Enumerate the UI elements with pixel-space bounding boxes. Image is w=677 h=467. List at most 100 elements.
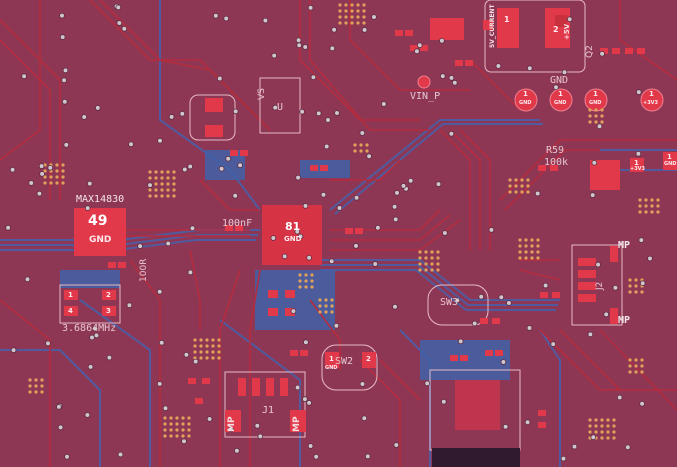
- via: [324, 310, 328, 314]
- via: [424, 268, 428, 272]
- via: [606, 430, 610, 434]
- via: [10, 347, 17, 353]
- via: [448, 75, 455, 81]
- via: [181, 416, 185, 420]
- vin-p-label: VIN_P: [410, 91, 441, 102]
- via: [600, 430, 604, 434]
- j1-mp-left-label: MP: [227, 416, 237, 432]
- via: [589, 192, 596, 198]
- via: [520, 190, 524, 194]
- via: [639, 400, 645, 407]
- via: [306, 254, 312, 261]
- via: [424, 250, 428, 254]
- via: [294, 228, 301, 235]
- via: [182, 166, 188, 173]
- via: [587, 331, 594, 338]
- via: [5, 224, 11, 231]
- via: [362, 21, 366, 25]
- via: [294, 384, 301, 391]
- via: [526, 65, 533, 71]
- via: [436, 262, 440, 266]
- via: [163, 434, 167, 438]
- via: [160, 170, 164, 174]
- via: [39, 171, 45, 177]
- via: [225, 155, 232, 162]
- via: [364, 453, 371, 460]
- j1-mp-right-label: MP: [292, 416, 302, 432]
- via: [324, 304, 328, 308]
- via: [157, 137, 163, 144]
- pwr-pin1-net-label: 5V_CURRENT: [489, 4, 496, 48]
- via: [61, 181, 65, 185]
- via: [612, 418, 616, 422]
- via: [187, 416, 191, 420]
- via: [199, 344, 203, 348]
- via: [61, 163, 65, 167]
- via: [320, 191, 327, 198]
- via: [211, 344, 215, 348]
- via: [181, 438, 187, 445]
- via: [640, 290, 644, 294]
- via: [181, 422, 185, 426]
- via: [353, 243, 359, 249]
- via: [172, 170, 176, 174]
- via: [318, 298, 322, 302]
- via: [424, 256, 428, 260]
- via: [166, 182, 170, 186]
- via: [223, 15, 230, 22]
- via: [49, 175, 53, 179]
- via: [156, 381, 163, 387]
- via: [424, 262, 428, 266]
- via: [624, 444, 631, 451]
- via: [508, 184, 512, 188]
- via: [628, 358, 632, 362]
- via: [304, 285, 308, 289]
- via: [55, 181, 59, 185]
- sw2-ref-label: SW2: [335, 356, 354, 367]
- via: [566, 16, 573, 23]
- via: [128, 141, 134, 148]
- via: [302, 203, 309, 209]
- via: [350, 15, 354, 19]
- via: [28, 180, 35, 186]
- via: [47, 165, 54, 171]
- gnd-pad-3-pin: 1: [593, 90, 598, 98]
- via: [307, 443, 314, 449]
- main-ic-net-label: GND: [284, 235, 302, 243]
- via: [43, 175, 47, 179]
- max14830-pin-label: 49: [88, 213, 108, 229]
- via: [334, 110, 340, 116]
- via: [514, 184, 518, 188]
- pwr-pad-4-net: +3V3: [643, 100, 659, 106]
- crystal-pin4-label: 4: [68, 307, 73, 315]
- via: [330, 304, 334, 308]
- via: [451, 79, 458, 86]
- via: [594, 424, 598, 428]
- via: [353, 195, 360, 201]
- via: [344, 3, 348, 7]
- via: [270, 235, 277, 241]
- max14830-net-label: GND: [89, 235, 112, 245]
- via: [514, 190, 518, 194]
- via: [640, 370, 644, 374]
- via: [257, 433, 264, 440]
- q2-label: Q2: [585, 45, 595, 58]
- via: [172, 188, 176, 192]
- via: [588, 430, 592, 434]
- via: [599, 50, 605, 57]
- via: [297, 233, 304, 240]
- via: [418, 262, 422, 266]
- via: [166, 194, 170, 198]
- crystal-value-label: 3.6864MHz: [62, 323, 117, 334]
- gnd-pad-1-pin: 1: [523, 90, 528, 98]
- via: [199, 350, 203, 354]
- via: [298, 279, 302, 283]
- via: [331, 26, 337, 33]
- via: [634, 358, 638, 362]
- via: [217, 75, 223, 82]
- via: [356, 15, 360, 19]
- via: [606, 418, 610, 422]
- via: [344, 15, 348, 19]
- via: [638, 237, 645, 243]
